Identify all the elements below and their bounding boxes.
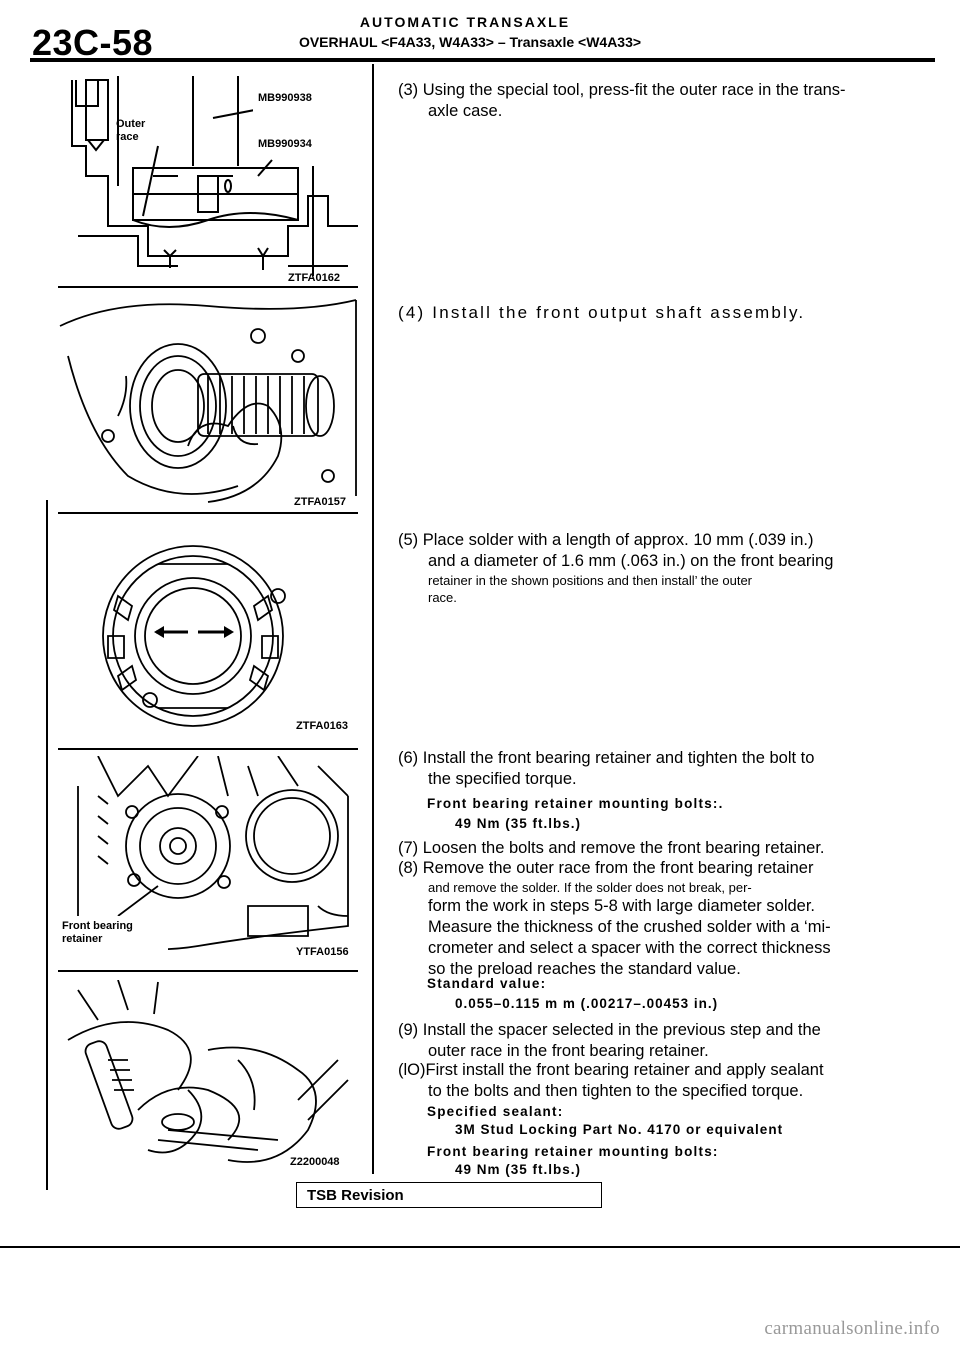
figure-press-fit-outer-race: Outer race MB990938 MB990934 ZTFA0162: [58, 76, 358, 284]
step-9-line-2: outer race in the front bearing retainer…: [428, 1042, 709, 1060]
step-9: (9) Install the spacer selected in the p…: [398, 1020, 868, 1062]
step-8-line-5: crometer and select a spacer with the co…: [428, 939, 831, 957]
step-5-line-1: (5) Place solder with a length of approx…: [398, 531, 814, 549]
figure-separator: [58, 748, 358, 750]
column-divider: [372, 64, 374, 1174]
spec-standard-value-label: Standard value:: [427, 976, 547, 991]
spec-sealant-label: Specified sealant:: [427, 1104, 564, 1119]
figure-bearing-retainer-installed: Front bearing retainer YTFA0156: [58, 756, 358, 960]
step-5-line-3: retainer in the shown positions and then…: [428, 573, 752, 588]
watermark: carmanualsonline.info: [764, 1318, 940, 1339]
step-10-line-2: to the bolts and then tighten to the spe…: [428, 1082, 804, 1100]
spec-standard-value: 0.055–0.115 m m (.00217–.00453 in.): [455, 996, 719, 1011]
spec-sealant-value: 3M Stud Locking Part No. 4170 or equival…: [455, 1122, 784, 1137]
label-outer-race: Outer race: [116, 118, 146, 143]
step-6: (6) Install the front bearing retainer a…: [398, 748, 868, 790]
left-margin-rule: [46, 500, 48, 1190]
step-3-line-1: (3) Using the special tool, press-fit th…: [398, 81, 846, 99]
figure-id: ZTFA0163: [296, 720, 348, 732]
step-10-line-1: (lO)First install the front bearing reta…: [398, 1061, 824, 1079]
step-6-line-1: (6) Install the front bearing retainer a…: [398, 749, 815, 767]
step-7: (7) Loosen the bolts and remove the fron…: [398, 838, 868, 859]
figure-install-output-shaft: ZTFA0157: [58, 296, 358, 510]
figure-separator: [58, 286, 358, 288]
spec-mounting-bolts-2-label: Front bearing retainer mounting bolts:: [427, 1144, 719, 1159]
figure-id: Z2200048: [290, 1156, 340, 1168]
page-number: 23C-58: [32, 22, 154, 63]
step-5-line-4: race.: [428, 590, 457, 605]
step-8-line-2: and remove the solder. If the solder doe…: [428, 880, 752, 895]
label-tool-mb990938: MB990938: [258, 92, 312, 104]
step-5-line-2: and a diameter of 1.6 mm (.063 in.) on t…: [428, 552, 834, 570]
bearing-retainer-illustration: [58, 756, 349, 952]
step-3-line-2: axle case.: [428, 102, 503, 120]
figure-measure-solder: Z2200048: [58, 980, 352, 1170]
label-front-bearing-retainer: Front bearing retainer: [62, 920, 133, 945]
figure-separator: [58, 512, 358, 514]
figure-id: ZTFA0157: [294, 496, 346, 508]
solder-positions-illustration: [102, 545, 286, 727]
step-6-line-2: the specified torque.: [428, 770, 577, 788]
section-title: AUTOMATIC TRANSAXLE: [359, 14, 571, 30]
figure-solder-positions: ZTFA0163: [58, 536, 358, 732]
figure-id: ZTFA0162: [288, 272, 340, 284]
step-8-line-6: so the preload reaches the standard valu…: [428, 960, 741, 978]
spec-mounting-bolts-label: Front bearing retainer mounting bolts:.: [427, 796, 724, 811]
spec-mounting-bolts-2-value: 49 Nm (35 ft.lbs.): [455, 1162, 582, 1177]
step-8-line-1: (8) Remove the outer race from the front…: [398, 859, 814, 877]
step-5: (5) Place solder with a length of approx…: [398, 530, 868, 606]
footer-rule: [0, 1246, 960, 1248]
step-7-text: (7) Loosen the bolts and remove the fron…: [398, 839, 825, 857]
label-tool-mb990934: MB990934: [258, 138, 312, 150]
step-3: (3) Using the special tool, press-fit th…: [398, 80, 868, 122]
step-4-text: (4) Install the front output shaft assem…: [398, 303, 806, 322]
tsb-revision-box: TSB Revision: [296, 1182, 602, 1208]
spec-mounting-bolts-value: 49 Nm (35 ft.lbs.): [455, 816, 582, 831]
step-10: (lO)First install the front bearing reta…: [398, 1060, 868, 1102]
step-8-line-3: form the work in steps 5-8 with large di…: [428, 897, 816, 915]
step-9-line-1: (9) Install the spacer selected in the p…: [398, 1021, 821, 1039]
press-fit-illustration: [71, 76, 358, 276]
figure-id: YTFA0156: [296, 946, 349, 958]
output-shaft-illustration: [59, 299, 357, 503]
step-8-line-4: Measure the thickness of the crushed sol…: [428, 918, 831, 936]
figure-separator: [58, 970, 358, 972]
step-8: (8) Remove the outer race from the front…: [398, 858, 868, 980]
section-subtitle: OVERHAUL <F4A33, W4A33> – Transaxle <W4A…: [298, 34, 642, 50]
step-4: (4) Install the front output shaft assem…: [398, 302, 868, 323]
header-rule: [30, 58, 935, 62]
micrometer-illustration: [67, 980, 349, 1163]
